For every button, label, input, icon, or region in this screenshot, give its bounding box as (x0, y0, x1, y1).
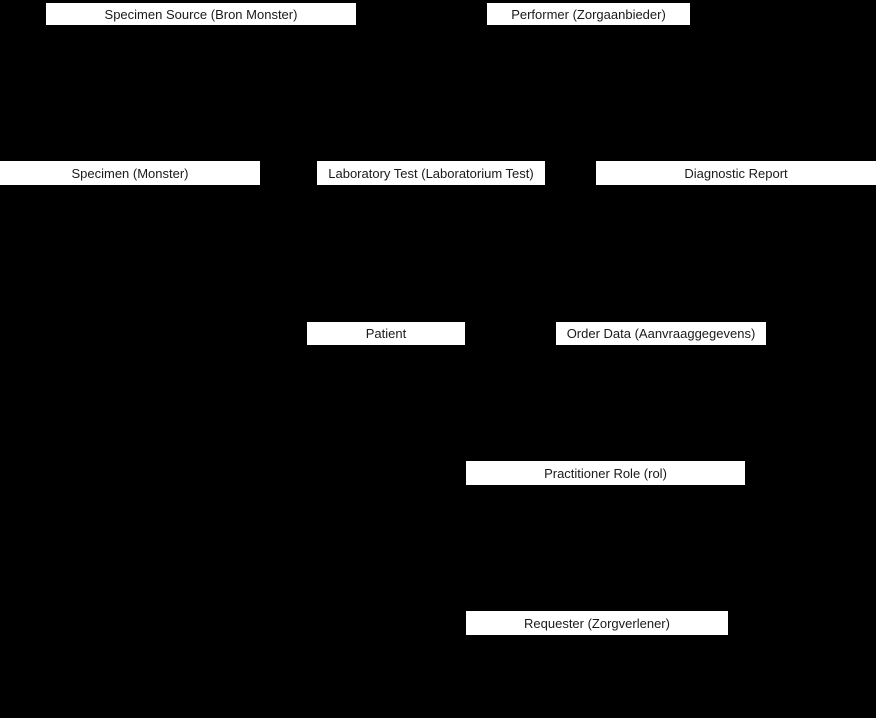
node-practitioner-role[interactable]: Practitioner Role (rol) (466, 461, 745, 485)
node-diagnostic-report[interactable]: Diagnostic Report (596, 161, 876, 185)
node-requester[interactable]: Requester (Zorgverlener) (466, 611, 728, 635)
node-order-data[interactable]: Order Data (Aanvraaggegevens) (556, 322, 766, 345)
node-specimen-source[interactable]: Specimen Source (Bron Monster) (46, 3, 356, 25)
node-laboratory-test[interactable]: Laboratory Test (Laboratorium Test) (317, 161, 545, 185)
node-patient[interactable]: Patient (307, 322, 465, 345)
node-performer[interactable]: Performer (Zorgaanbieder) (487, 3, 690, 25)
node-specimen[interactable]: Specimen (Monster) (0, 161, 260, 185)
